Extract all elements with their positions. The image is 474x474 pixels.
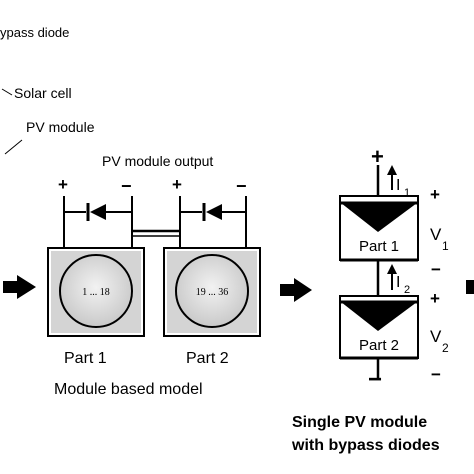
top-plus-terminal: +: [371, 144, 384, 169]
part1-bypass-diode: [63, 196, 133, 248]
right-edge-arrow-icon: [466, 280, 474, 294]
middle-arrow-icon: [280, 278, 312, 302]
part1-minus-terminal: −: [121, 176, 132, 196]
current-i1-label: I: [396, 177, 400, 194]
pv-module-output-label: PV module output: [102, 153, 213, 169]
part2-module: 19 ... 36: [163, 247, 261, 337]
module-based-model-label: Module based model: [54, 381, 203, 398]
v2-minus-sign: −: [431, 365, 441, 384]
pv-module-label: PV module: [26, 119, 95, 135]
part1-module: 1 ... 18: [47, 247, 145, 337]
part1-plus-terminal: +: [58, 175, 68, 194]
part1-label: Part 1: [64, 350, 107, 367]
part1-equivalent-label: Part 1: [359, 238, 399, 255]
part1-cell-range: 1 ... 18: [82, 287, 110, 298]
bypass-diode-label: ypass diode: [0, 25, 69, 40]
v1-minus-sign: −: [431, 260, 441, 279]
part1-equivalent: [339, 195, 419, 262]
series-connection-wire: [132, 229, 180, 237]
part2-label: Part 2: [186, 350, 229, 367]
solar-cell-pointer: [1, 88, 13, 96]
current-i1-arrow: [387, 165, 397, 190]
v1-plus-sign: +: [430, 185, 440, 204]
left-arrow-icon: [3, 275, 36, 299]
voltage-v2-label: V: [430, 327, 442, 346]
voltage-v1-label: V: [430, 225, 442, 244]
part2-plus-terminal: +: [172, 175, 182, 194]
solar-cell-label: Solar cell: [14, 85, 72, 101]
v2-plus-sign: +: [430, 289, 440, 308]
pv-module-pointer: [4, 139, 23, 155]
current-i2-sub: 2: [404, 284, 410, 296]
part2-equivalent: [339, 295, 419, 360]
part2-bypass-diode: [179, 196, 247, 248]
current-i2-arrow: [387, 264, 397, 290]
current-i2-label: I: [396, 274, 400, 291]
part2-equivalent-label: Part 2: [359, 337, 399, 354]
part2-cell-range: 19 ... 36: [196, 287, 229, 298]
bottom-minus-terminal: −: [368, 366, 382, 393]
current-i1-sub: 1: [404, 187, 410, 199]
part2-minus-terminal: −: [236, 176, 247, 196]
voltage-v2-sub: 2: [442, 341, 449, 355]
voltage-v1-sub: 1: [442, 239, 449, 253]
single-pv-module-line2: with bypass diodes: [291, 437, 440, 454]
single-pv-module-line1: Single PV module: [292, 414, 427, 431]
